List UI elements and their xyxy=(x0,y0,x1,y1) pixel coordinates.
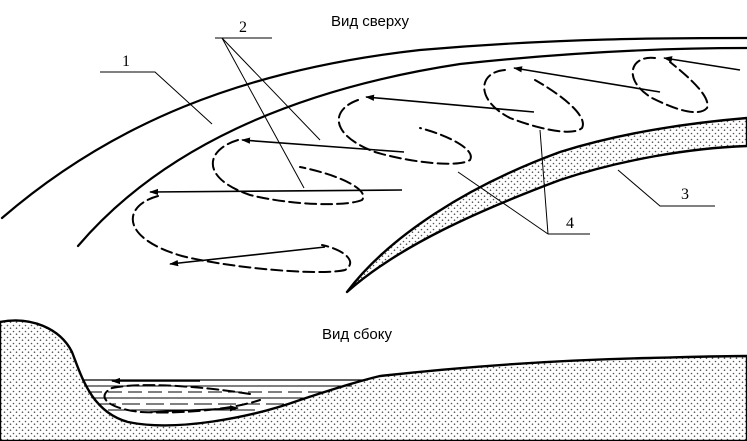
leader-2-a xyxy=(222,38,320,140)
sand-bar xyxy=(347,118,747,292)
leader-2-b xyxy=(222,38,304,188)
eddy-loop-2 xyxy=(484,70,583,132)
flow-arrow-6 xyxy=(170,247,325,264)
flow-arrow-3 xyxy=(366,97,534,112)
eddy-loop-1 xyxy=(633,58,708,112)
leader-3 xyxy=(618,170,715,206)
label-4: 4 xyxy=(566,215,574,232)
label-1: 1 xyxy=(122,53,130,70)
flow-arrow-5 xyxy=(150,190,402,192)
leader-1 xyxy=(100,72,212,124)
eddy-loop-4 xyxy=(213,140,363,204)
label-2: 2 xyxy=(239,19,247,36)
flow-arrow-1 xyxy=(664,58,740,70)
side-view-caption: Вид сбоку xyxy=(322,326,392,343)
eddy-loop-5 xyxy=(133,196,350,272)
label-3: 3 xyxy=(681,186,689,203)
eddy-loop-3 xyxy=(339,100,471,164)
top-view-caption: Вид сверху xyxy=(331,13,410,30)
flow-arrow-4 xyxy=(242,140,404,152)
